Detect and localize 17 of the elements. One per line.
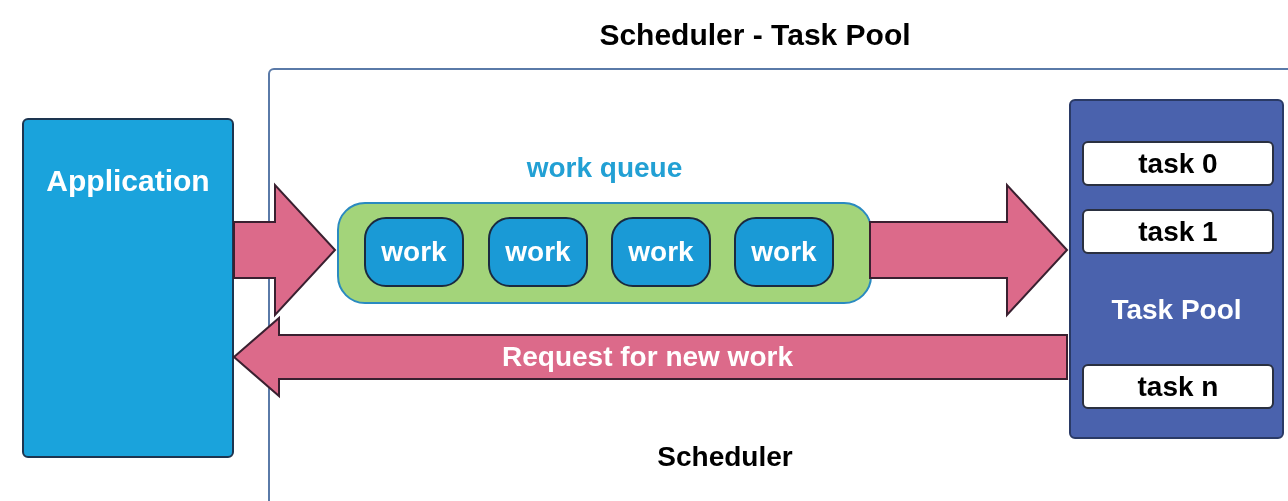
- block-arrow: [233, 182, 337, 318]
- work-item: work: [734, 217, 834, 287]
- task-box: task n: [1082, 364, 1274, 409]
- task-box: task 0: [1082, 141, 1274, 186]
- diagram-title: Scheduler - Task Pool: [598, 17, 912, 53]
- box-heading: Task Pool: [1110, 293, 1243, 327]
- work-item: work: [611, 217, 711, 287]
- work-item: work: [488, 217, 588, 287]
- task-pool-box: [1069, 99, 1284, 439]
- work-item: work: [364, 217, 464, 287]
- task-box: task 1: [1082, 209, 1274, 254]
- queue-heading: work queue: [525, 151, 684, 185]
- box-heading: Scheduler: [656, 440, 794, 474]
- block-arrow: [232, 315, 1068, 399]
- block-arrow: [869, 182, 1069, 318]
- application-box: Application: [22, 118, 234, 458]
- edge-label: Request for new work: [502, 340, 793, 374]
